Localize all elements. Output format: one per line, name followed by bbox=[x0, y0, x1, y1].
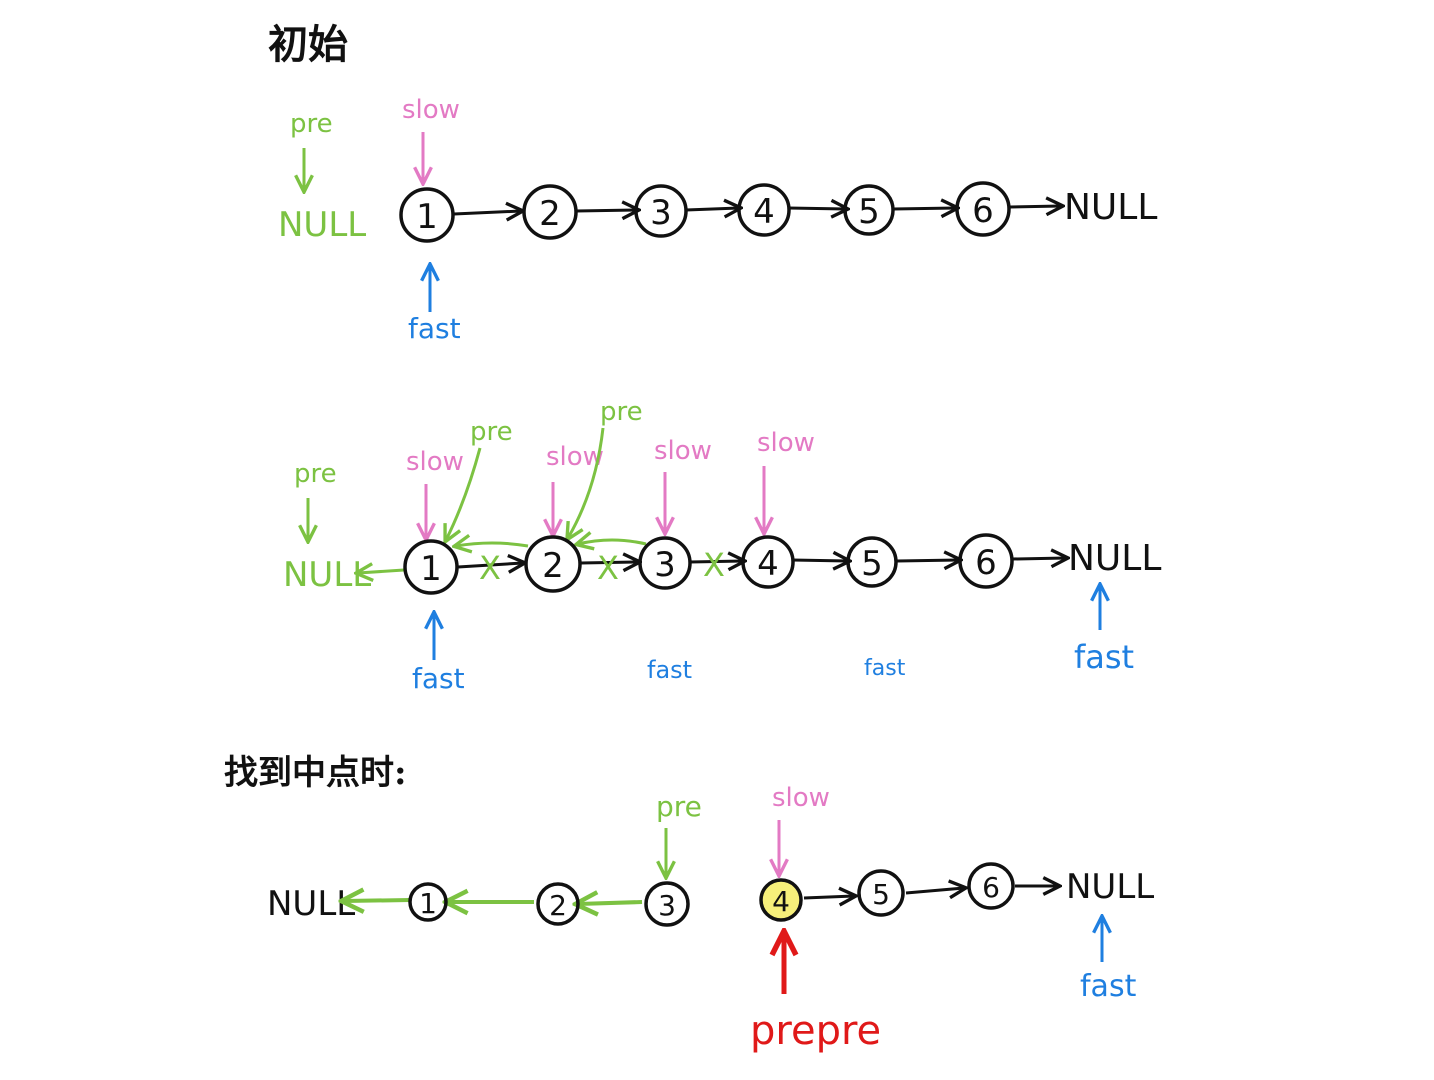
pre-arrow bbox=[446, 447, 482, 540]
slow-label: slow bbox=[546, 442, 604, 472]
node-value: 3 bbox=[650, 193, 672, 233]
list-node: 6 bbox=[967, 862, 1015, 910]
next-arrow bbox=[803, 896, 854, 898]
node-value: 4 bbox=[772, 885, 790, 918]
node-value: 6 bbox=[975, 543, 997, 583]
fast-label: fast bbox=[647, 656, 692, 684]
next-arrow bbox=[1012, 558, 1066, 559]
next-arrow bbox=[453, 211, 521, 214]
section-initial: 初始 pre NULL slow fast 1 2 3 bbox=[268, 21, 1157, 345]
right-null-label: NULL bbox=[1068, 538, 1161, 579]
pre-label: pre bbox=[294, 459, 337, 489]
section-traversal: pre NULL slow slow slow slow pre pre X X… bbox=[283, 397, 1161, 695]
reversed-arrow bbox=[578, 540, 647, 544]
next-arrow bbox=[575, 210, 637, 211]
section-midpoint: 找到中点时: NULL pre slow 1 2 3 4 bbox=[224, 753, 1154, 1054]
fast-label: fast bbox=[412, 662, 465, 695]
right-null-label: NULL bbox=[1066, 867, 1154, 907]
cut-mark: X bbox=[703, 546, 725, 584]
list-node: 1 bbox=[408, 882, 448, 922]
cut-mark: X bbox=[597, 549, 619, 587]
fast-label: fast bbox=[408, 312, 461, 345]
node-value: 2 bbox=[542, 546, 564, 586]
fast-label: fast bbox=[1080, 969, 1137, 1004]
next-arrow bbox=[787, 208, 846, 209]
list-node: 3 bbox=[638, 536, 692, 590]
next-arrow bbox=[457, 563, 523, 567]
list-node: 2 bbox=[522, 184, 578, 240]
next-arrow bbox=[905, 888, 964, 893]
list-node: 5 bbox=[843, 184, 895, 236]
pre-arrow bbox=[568, 427, 605, 538]
next-arrow bbox=[896, 560, 959, 561]
null-label: NULL bbox=[1064, 187, 1157, 228]
node-value: 1 bbox=[420, 549, 442, 589]
node-value: 5 bbox=[858, 192, 880, 232]
list-node: 2 bbox=[536, 882, 580, 926]
reversed-arrow bbox=[358, 570, 405, 573]
node-value: 1 bbox=[416, 197, 438, 237]
node-value: 2 bbox=[539, 194, 561, 234]
pre-label: pre bbox=[290, 109, 333, 139]
next-arrow bbox=[892, 208, 956, 209]
next-arrow bbox=[791, 560, 848, 561]
list-node-highlighted: 4 bbox=[759, 878, 803, 922]
node-value: 5 bbox=[861, 544, 883, 584]
reversed-arrow bbox=[578, 902, 643, 904]
list-node: 1 bbox=[403, 539, 459, 595]
list-node: 5 bbox=[857, 869, 905, 917]
left-null-label: NULL bbox=[267, 884, 355, 924]
node-value: 2 bbox=[549, 889, 567, 922]
list-node: 4 bbox=[741, 535, 795, 589]
pre-null-label: NULL bbox=[278, 205, 366, 245]
list-node: 6 bbox=[955, 181, 1011, 237]
fast-label: fast bbox=[1074, 638, 1134, 676]
next-arrow bbox=[580, 562, 638, 563]
slow-label: slow bbox=[406, 447, 464, 477]
prepre-label: prepre bbox=[750, 1008, 881, 1054]
node-value: 1 bbox=[419, 887, 437, 920]
list-node: 5 bbox=[846, 536, 898, 588]
reversed-arrow bbox=[344, 900, 411, 901]
next-arrow bbox=[1009, 206, 1061, 207]
next-arrow bbox=[685, 208, 739, 210]
list-node: 4 bbox=[737, 183, 791, 237]
slow-label: slow bbox=[772, 783, 830, 813]
node-value: 3 bbox=[654, 545, 676, 585]
pre-label: pre bbox=[470, 417, 513, 447]
list-node: 2 bbox=[524, 535, 582, 593]
list-node: 1 bbox=[399, 187, 455, 243]
initial-title: 初始 bbox=[268, 21, 348, 68]
list-node: 6 bbox=[958, 533, 1014, 589]
fast-label: fast bbox=[864, 656, 906, 681]
node-value: 3 bbox=[658, 889, 676, 922]
node-value: 5 bbox=[872, 878, 890, 911]
node-value: 6 bbox=[972, 191, 994, 231]
node-value: 4 bbox=[757, 544, 779, 584]
slow-label: slow bbox=[402, 95, 460, 125]
list-node: 3 bbox=[634, 184, 688, 238]
slow-label: slow bbox=[654, 436, 712, 466]
node-value: 4 bbox=[753, 192, 775, 232]
pre-label: pre bbox=[600, 397, 643, 427]
list-node: 3 bbox=[644, 881, 690, 927]
cut-mark: X bbox=[479, 549, 501, 587]
reversed-arrow bbox=[456, 543, 529, 546]
node-value: 6 bbox=[982, 871, 1000, 904]
midpoint-title: 找到中点时: bbox=[224, 753, 407, 793]
next-arrow bbox=[689, 561, 743, 562]
pre-label: pre bbox=[656, 790, 702, 823]
left-null-label: NULL bbox=[283, 555, 371, 595]
slow-label: slow bbox=[757, 428, 815, 458]
